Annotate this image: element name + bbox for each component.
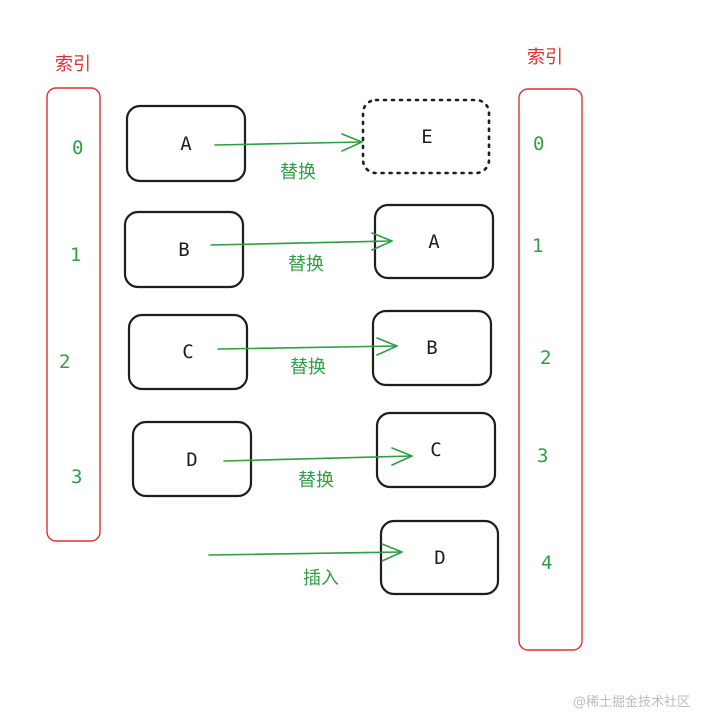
arrow-c-to-b (217, 337, 398, 356)
right-index-1: 1 (532, 235, 543, 257)
old-node-b-box (123, 210, 245, 289)
new-node-b-box (371, 309, 493, 387)
right-index-title: 索引 (527, 47, 563, 68)
left-index-0: 0 (72, 137, 83, 159)
arrow-insert-d (208, 543, 403, 562)
left-index-bar (46, 87, 101, 542)
old-node-c-label: C (182, 341, 193, 363)
arrow-b-to-a (210, 232, 393, 251)
left-index-1: 1 (70, 244, 81, 266)
right-index-3: 3 (537, 445, 548, 467)
new-node-d-box (379, 519, 500, 596)
old-node-a-label: A (180, 133, 192, 155)
op-label-replace-2: 替换 (288, 254, 324, 275)
right-index-4: 4 (541, 552, 552, 574)
new-node-e-label: E (421, 126, 432, 148)
right-index-0: 0 (533, 133, 544, 155)
right-index-bar (518, 88, 583, 651)
right-index-2: 2 (540, 347, 551, 369)
new-node-a-label: A (428, 231, 440, 253)
new-node-e-box (361, 98, 491, 175)
old-node-d-box (131, 420, 253, 498)
old-node-a-box (125, 104, 247, 183)
op-label-insert: 插入 (303, 568, 339, 589)
old-node-c-box (127, 313, 249, 391)
new-node-c-label: C (430, 439, 441, 461)
arrow-a-to-e (214, 133, 363, 152)
left-index-title: 索引 (55, 54, 91, 75)
op-label-replace-4: 替换 (298, 470, 334, 491)
watermark: @稀土掘金技术社区 (573, 694, 690, 710)
left-index-3: 3 (71, 466, 82, 488)
new-node-c-box (375, 411, 497, 489)
old-node-d-label: D (186, 449, 197, 471)
op-label-replace-1: 替换 (280, 162, 316, 183)
arrow-d-to-c (223, 447, 413, 466)
new-node-d-label: D (434, 547, 445, 569)
op-label-replace-3: 替换 (290, 357, 326, 378)
old-node-b-label: B (178, 239, 189, 261)
new-node-b-label: B (426, 337, 437, 359)
left-index-2: 2 (59, 351, 70, 373)
